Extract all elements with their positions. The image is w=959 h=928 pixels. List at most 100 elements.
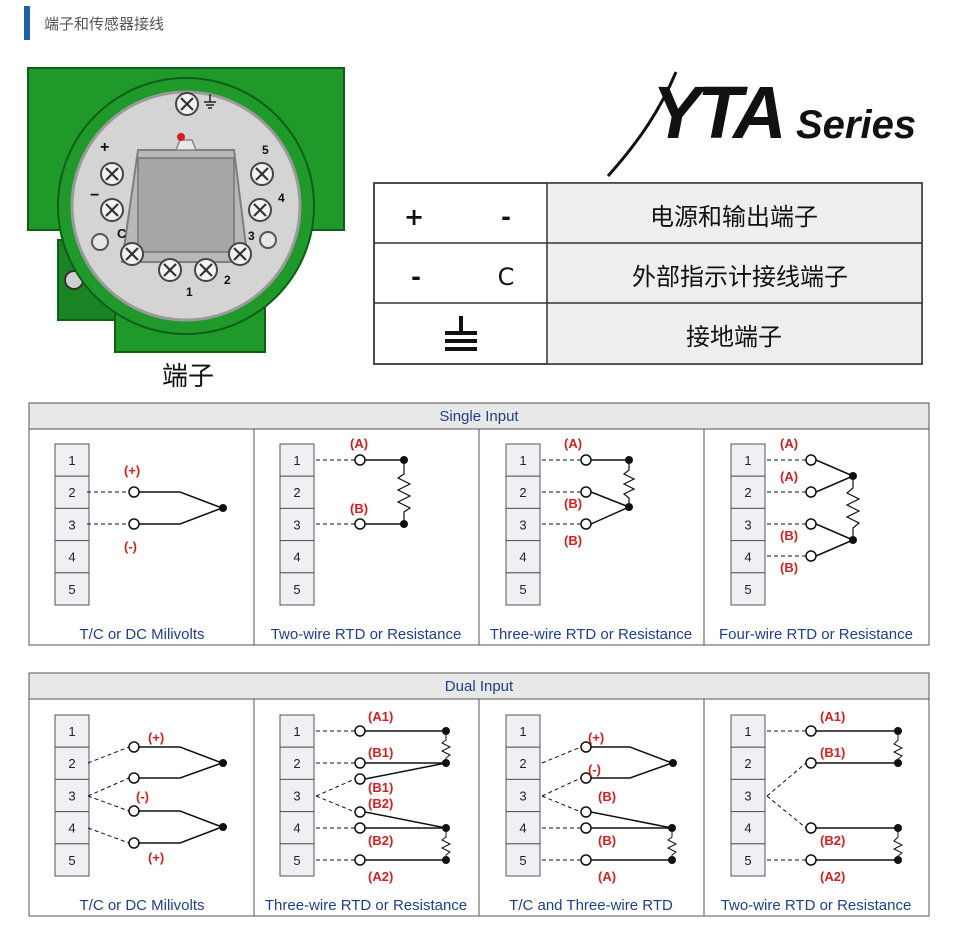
- terminal-1b-screw-icon: [193, 257, 219, 283]
- mark-plus: +: [100, 139, 109, 156]
- terminal-cell: [279, 843, 315, 877]
- single-rtd3-label-b2: (B): [564, 533, 582, 548]
- dual-rtd3-wiring: [315, 725, 452, 866]
- single-caption-1: T/C or DC Milivolts: [79, 626, 204, 643]
- terminal-cell: [54, 811, 90, 845]
- dual-rtd3-label-b2b: (B2): [368, 833, 393, 848]
- single-rtd2-wiring: [316, 454, 412, 530]
- terminal-c-screw-icon: [119, 241, 145, 267]
- terminal-cell: [730, 778, 766, 813]
- terminal-number: 2: [293, 756, 300, 771]
- terminal-cell: [730, 540, 766, 574]
- dual-panel-title: Dual Input: [445, 678, 514, 695]
- dual-mix-wiring: [541, 741, 678, 866]
- center-marker-dot: [177, 133, 185, 141]
- dual-mix-label-plus: (+): [588, 730, 604, 745]
- dual-rtd2-wiring: [766, 725, 904, 866]
- terminal-number: 4: [519, 821, 526, 836]
- terminal-cell: [279, 443, 315, 477]
- terminal-number: 1: [293, 453, 300, 468]
- terminal-cell: [279, 811, 315, 845]
- ground-icon: [445, 316, 477, 351]
- section-title: 端子和传感器接线: [44, 14, 165, 33]
- mark-minus: −: [90, 187, 99, 204]
- terminal-number: 1: [293, 724, 300, 739]
- legend-row1-left-b: -: [501, 203, 511, 231]
- terminal-number: 2: [68, 756, 75, 771]
- mount-screw-left-icon: [91, 233, 109, 251]
- terminal-number: 5: [293, 582, 300, 597]
- dual-caption-1: T/C or DC Milivolts: [79, 897, 204, 914]
- dual-rtd3-label-b1b: (B1): [368, 780, 393, 795]
- terminal-number: 3: [519, 788, 526, 803]
- dual-caption-3: T/C and Three-wire RTD: [509, 897, 673, 914]
- terminal-number: 2: [519, 756, 526, 771]
- section-header: 端子和传感器接线: [24, 6, 164, 40]
- terminal-number: 5: [293, 853, 300, 868]
- terminal-housing: + − C 1 2 3 4 5: [27, 67, 345, 353]
- single-caption-3: Three-wire RTD or Resistance: [490, 626, 692, 643]
- terminal-number: 4: [744, 821, 751, 836]
- terminal-cell: [54, 778, 90, 813]
- legend-row2-left-b: C: [498, 263, 515, 291]
- mark-3: 3: [248, 229, 255, 243]
- terminal-cell: [279, 572, 315, 606]
- legend-desc-bg: [547, 183, 922, 364]
- terminal-number: 3: [293, 517, 300, 532]
- terminal-cell: [54, 746, 90, 780]
- terminal-cell: [54, 572, 90, 606]
- logo-swoosh: [606, 71, 678, 177]
- single-rtd2-label-a: (A): [350, 436, 368, 451]
- mark-4: 4: [278, 191, 285, 205]
- single-rtd2-label-b: (B): [350, 501, 368, 516]
- ground-screw-icon: [174, 91, 200, 117]
- legend-row3-desc: 接地端子: [686, 323, 782, 351]
- terminal-number: 2: [744, 756, 751, 771]
- terminal-minus-screw-icon: [99, 197, 125, 223]
- single-tc-label-minus: (-): [124, 539, 137, 554]
- dual-tc-label-2: (-): [136, 789, 149, 804]
- dual-caption-4: Two-wire RTD or Resistance: [721, 897, 912, 914]
- terminal-cell: [279, 475, 315, 509]
- terminal-cell: [505, 443, 541, 477]
- terminal-number: 5: [68, 853, 75, 868]
- terminal-number: 2: [293, 485, 300, 500]
- dual-rtd2-label-a1: (A1): [820, 709, 845, 724]
- terminal-number: 4: [519, 550, 526, 565]
- terminal-cell: [730, 572, 766, 606]
- terminal-number: 1: [68, 453, 75, 468]
- terminal-cell: [730, 843, 766, 877]
- single-rtd3-label-a: (A): [564, 436, 582, 451]
- terminal-cell: [54, 714, 90, 748]
- terminal-number: 4: [293, 550, 300, 565]
- single-panel-title: Single Input: [439, 408, 519, 425]
- legend-row2-left-a: -: [411, 263, 421, 291]
- logo-brand: YTA: [652, 71, 783, 154]
- single-caption-2: Two-wire RTD or Resistance: [271, 626, 462, 643]
- legend-row2-desc: 外部指示计接线端子: [632, 263, 848, 291]
- terminal-number: 3: [744, 788, 751, 803]
- single-rtd4-label-b1: (B): [780, 528, 798, 543]
- terminal-number: 3: [744, 517, 751, 532]
- single-tc-label-plus: (+): [124, 463, 140, 478]
- terminal-cell: [505, 843, 541, 877]
- terminal-1a-screw-icon: [157, 257, 183, 283]
- terminal-cell: [279, 778, 315, 813]
- terminal-cell: [54, 475, 90, 509]
- single-rtd4-label-b2: (B): [780, 560, 798, 575]
- terminal-cell: [279, 714, 315, 748]
- terminal-number: 4: [68, 550, 75, 565]
- terminal-number: 4: [68, 821, 75, 836]
- terminal-cell: [730, 811, 766, 845]
- terminal-number: 3: [293, 788, 300, 803]
- single-panel-header: [28, 402, 930, 430]
- dual-caption-2: Three-wire RTD or Resistance: [265, 897, 467, 914]
- dual-rtd2-label-b1: (B1): [820, 745, 845, 760]
